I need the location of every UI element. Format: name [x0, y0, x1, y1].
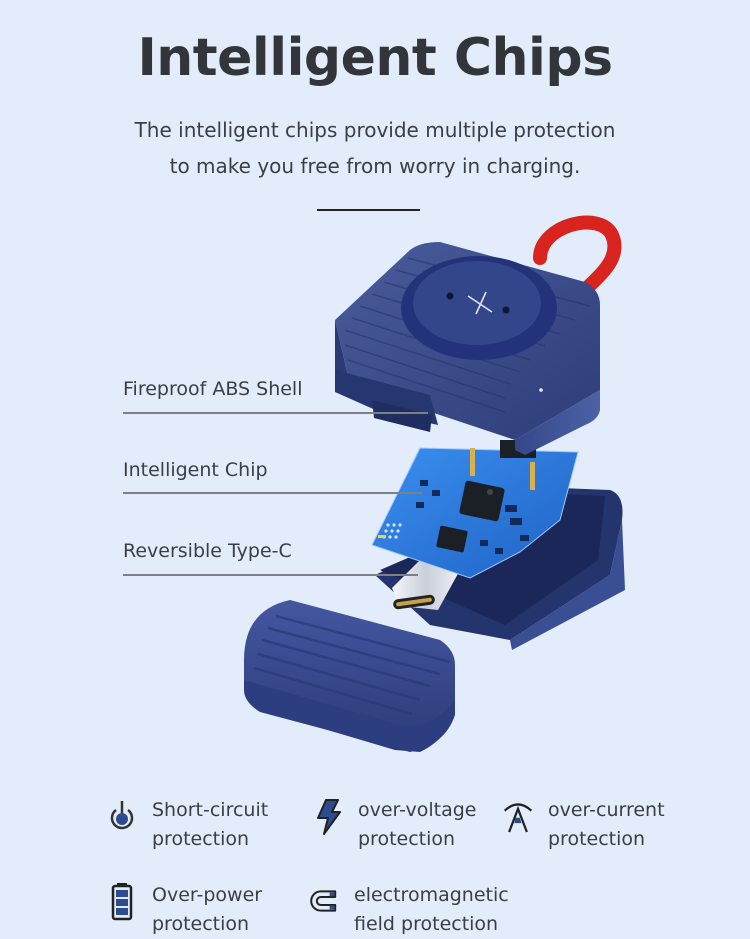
- subtitle-line-2: to make you free from worry in charging.: [169, 154, 581, 178]
- feature-label-line2: protection: [548, 828, 646, 850]
- usb-c-connector: [392, 560, 460, 610]
- feature-over-voltage: over-voltage protection: [312, 796, 477, 854]
- lightning-bolt-icon: [312, 796, 344, 836]
- feature-label-line2: protection: [358, 828, 456, 850]
- feature-short-circuit: Short-circuit protection: [106, 796, 268, 854]
- page-title: Intelligent Chips: [137, 28, 613, 88]
- feature-label-line1: Short-circuit: [152, 799, 269, 821]
- battery-icon: [106, 881, 138, 921]
- feature-label-line1: over-voltage: [358, 799, 477, 821]
- end-cap: [244, 600, 455, 752]
- feature-over-current: over-current protection: [502, 796, 665, 854]
- magnet-icon: [308, 881, 340, 921]
- callout-reversible-type-c: Reversible Type-C: [123, 540, 292, 562]
- feature-label-line1: over-current: [548, 799, 665, 821]
- feature-label-line2: protection: [152, 913, 250, 935]
- feature-over-power: Over-power protection: [106, 881, 262, 939]
- callout-line: [123, 492, 423, 494]
- power-button-icon: [106, 796, 138, 836]
- product-exploded-view: [244, 215, 625, 752]
- top-shell: [335, 242, 600, 455]
- red-strap: [533, 215, 622, 297]
- feature-label-line2: protection: [152, 828, 250, 850]
- feature-label-line1: electromagnetic: [354, 884, 509, 906]
- subtitle-line-1: The intelligent chips provide multiple p…: [134, 118, 616, 142]
- feature-label-line2: field protection: [354, 913, 499, 935]
- callout-line: [123, 574, 418, 576]
- feature-electromagnetic-field: electromagnetic field protection: [308, 881, 509, 939]
- pcb-board: [371, 440, 579, 579]
- title-divider: [317, 209, 420, 211]
- callout-intelligent-chip: Intelligent Chip: [123, 459, 268, 481]
- ampere-gauge-icon: [502, 796, 534, 836]
- callout-fireproof-abs-shell: Fireproof ABS Shell: [123, 378, 303, 400]
- callout-line: [123, 412, 428, 414]
- feature-label-line1: Over-power: [152, 884, 263, 906]
